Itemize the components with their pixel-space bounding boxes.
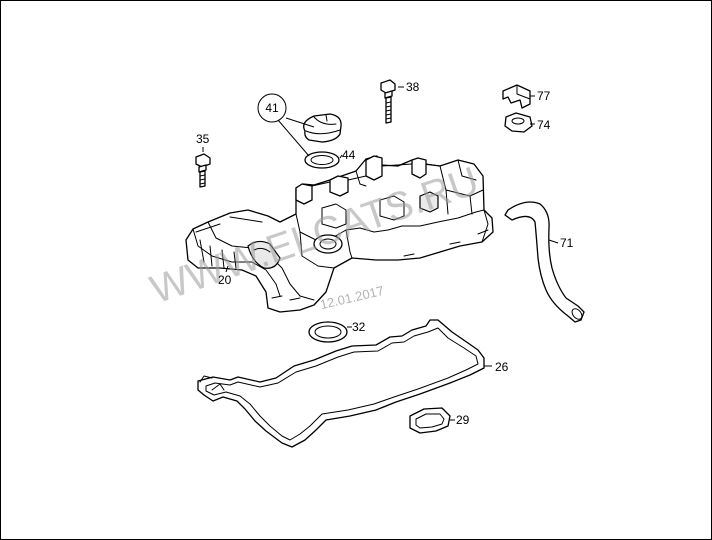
callout-20-number[interactable]: 20 <box>218 273 232 287</box>
part-20-cylinder-head-cover[interactable] <box>185 155 494 313</box>
callout-41[interactable]: 41 <box>257 93 287 123</box>
callout-26-number[interactable]: 26 <box>495 360 509 374</box>
callout-41-number: 41 <box>265 101 279 115</box>
leader-lines <box>202 86 559 421</box>
callout-29-number[interactable]: 29 <box>456 413 470 427</box>
part-38-bolt[interactable] <box>380 79 396 124</box>
part-29-small-gasket[interactable] <box>409 407 451 434</box>
part-26-gasket[interactable] <box>197 319 485 448</box>
part-74-grommet[interactable] <box>504 112 533 133</box>
callout-44-number[interactable]: 44 <box>342 148 356 162</box>
part-41-oil-filler-cap[interactable] <box>303 113 342 143</box>
part-71-breather-hose[interactable] <box>504 201 585 323</box>
callout-74-number[interactable]: 74 <box>537 118 551 132</box>
part-44-seal-ring[interactable] <box>304 151 340 169</box>
part-32-seal-ring[interactable] <box>308 321 348 343</box>
callout-71-number[interactable]: 71 <box>560 236 574 250</box>
callout-32-number[interactable]: 32 <box>352 320 366 334</box>
part-77-clip[interactable] <box>502 84 531 109</box>
part-35-bolt[interactable] <box>195 153 211 188</box>
callout-35-number[interactable]: 35 <box>196 132 210 146</box>
callout-38-number[interactable]: 38 <box>406 80 420 94</box>
callout-77-number[interactable]: 77 <box>537 89 551 103</box>
watermark-date: 12.01.2017 <box>318 283 385 312</box>
